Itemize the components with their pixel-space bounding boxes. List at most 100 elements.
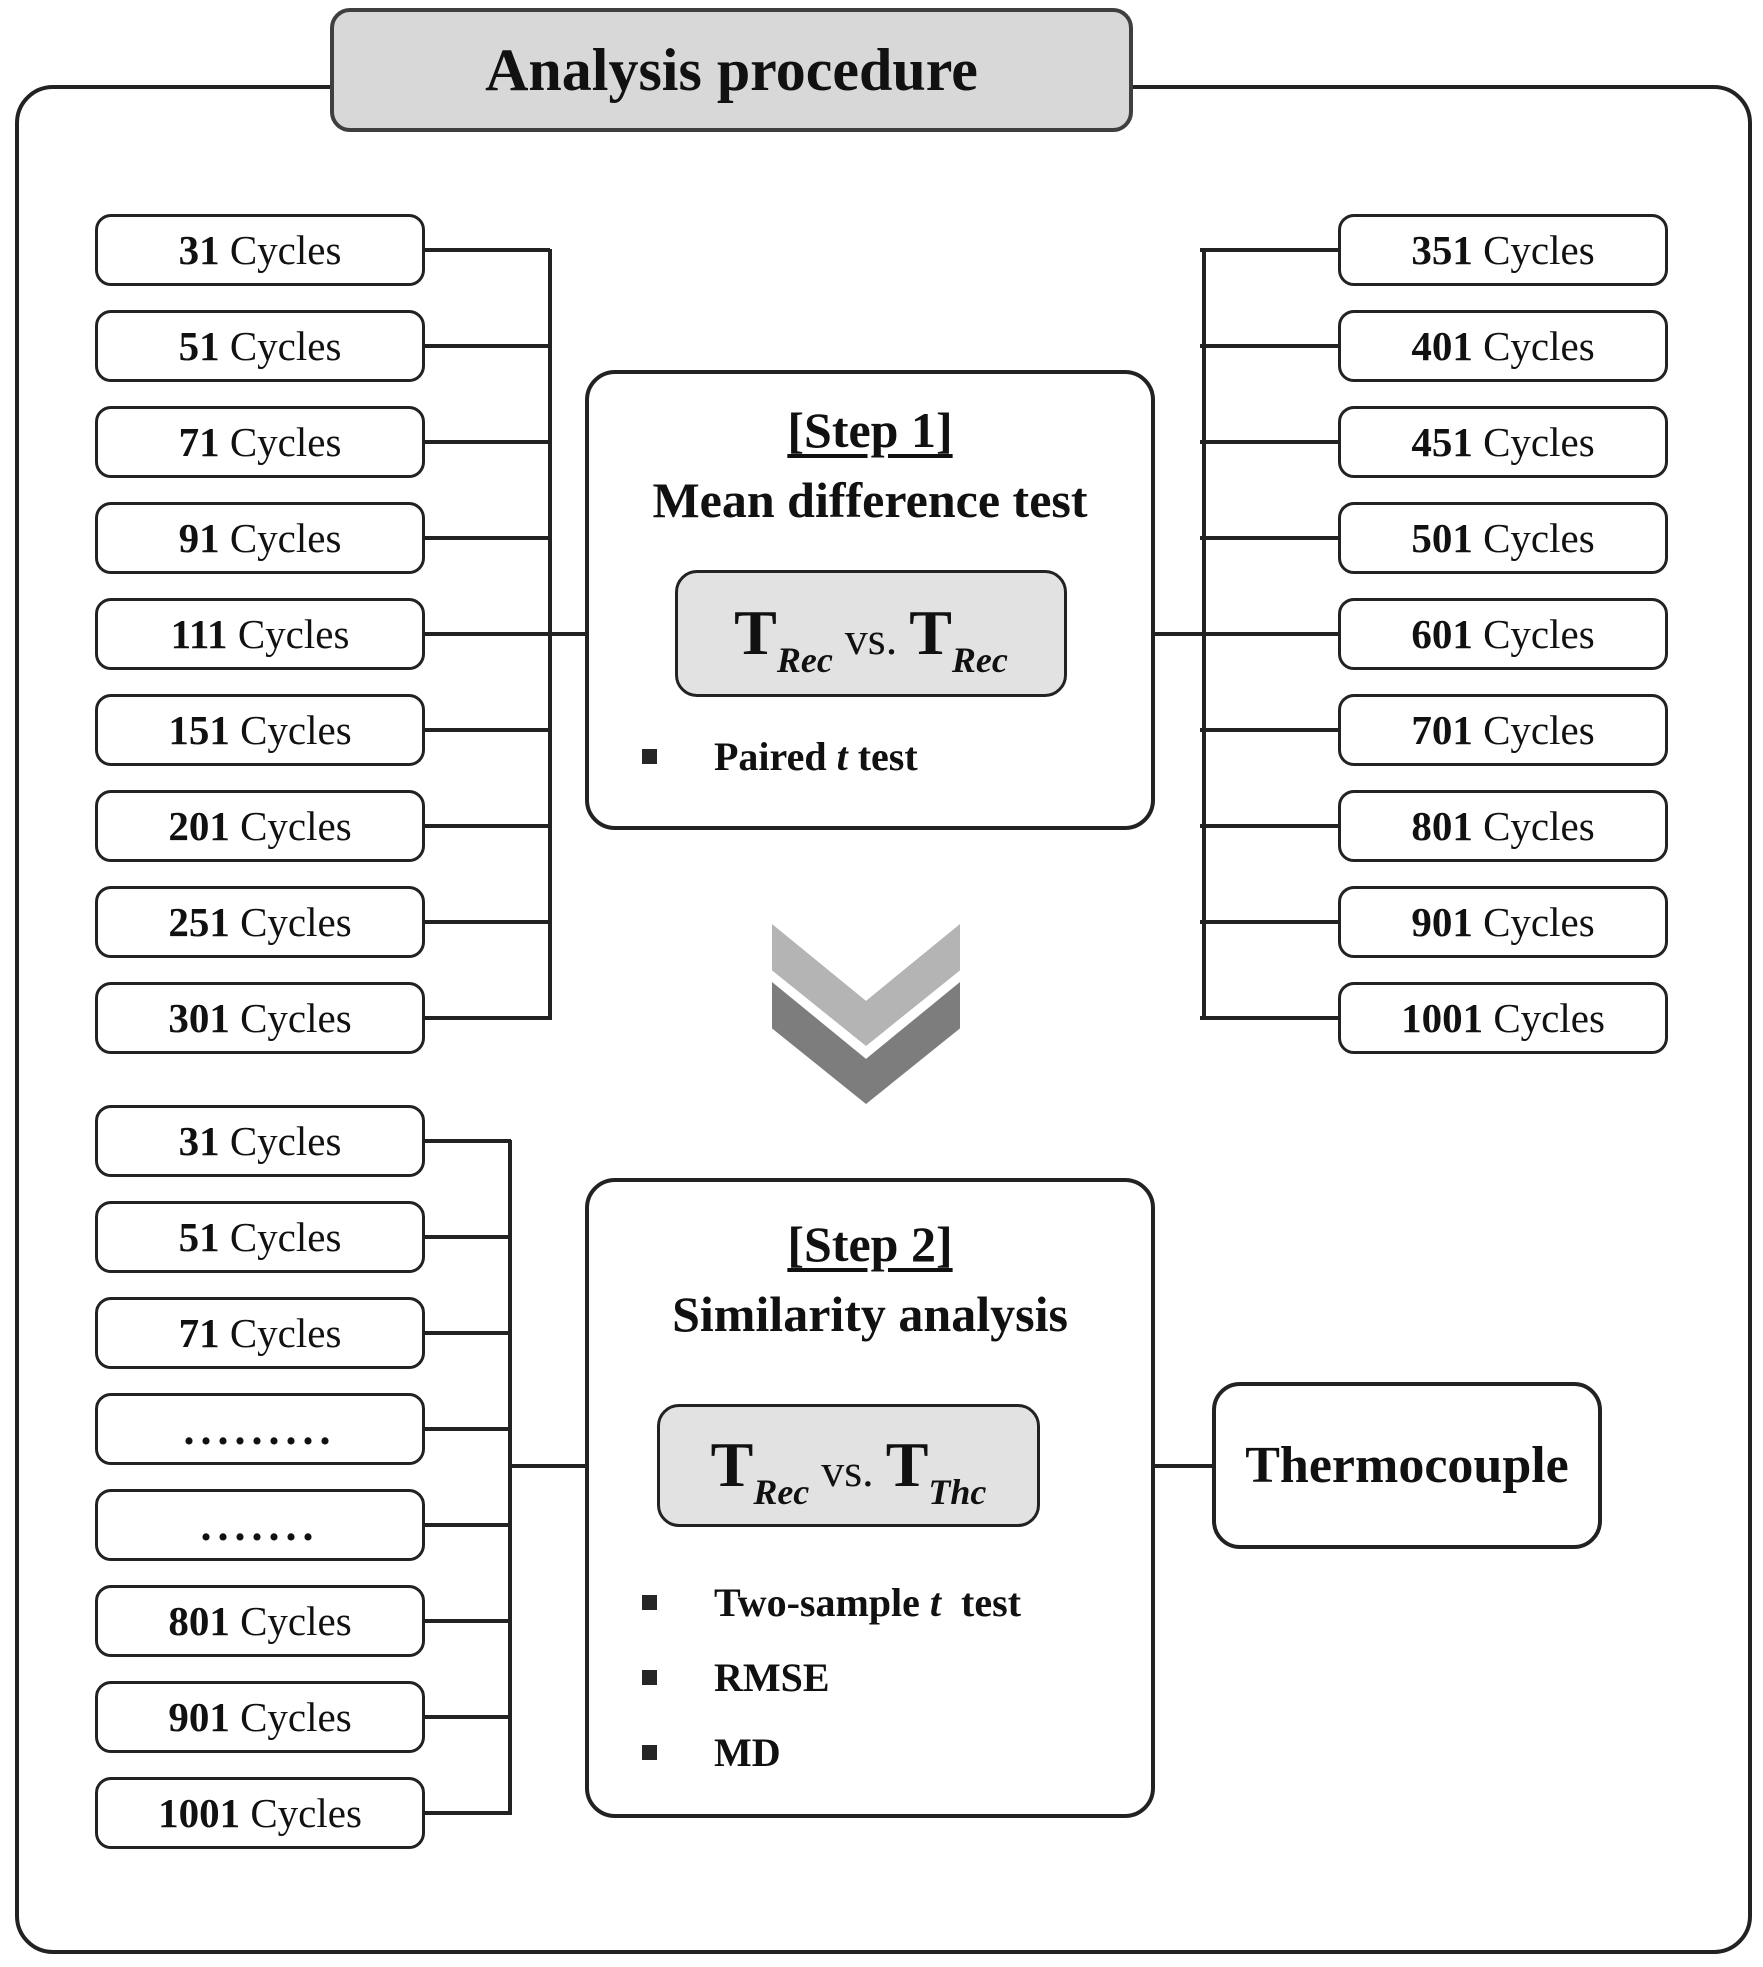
ellipsis-label: ......... [183, 1404, 337, 1454]
connector-stub [423, 1139, 511, 1143]
bullet-square-icon [642, 749, 657, 764]
connector-stub [423, 1715, 511, 1719]
connector-stub [423, 536, 550, 540]
cycle-count: 901 [1411, 899, 1473, 945]
cycle-node-top-right-801: 801 Cycles [1338, 790, 1668, 862]
cycle-count: 451 [1411, 419, 1473, 465]
cycle-unit: Cycles [1483, 995, 1605, 1041]
cycle-unit: Cycles [227, 611, 350, 657]
cycle-count: 601 [1411, 611, 1473, 657]
step1-left-subscript: Rec [776, 640, 833, 680]
cycle-count: 31 [178, 227, 220, 273]
connector-stub [423, 344, 550, 348]
cycle-node-top-right-451: 451 Cycles [1338, 406, 1668, 478]
cycle-count: 201 [168, 803, 230, 849]
cycle-unit: Cycles [1472, 227, 1595, 273]
cycle-unit: Cycles [219, 515, 342, 561]
cycle-unit: Cycles [1472, 803, 1595, 849]
cycle-count: 351 [1411, 227, 1473, 273]
cycle-count: 71 [178, 1310, 220, 1356]
cycle-count: 301 [168, 995, 230, 1041]
cycle-node-bottom-left-dots: ......... [95, 1393, 425, 1465]
cycle-node-top-left-201: 201 Cycles [95, 790, 425, 862]
cycle-node-top-right-351: 351 Cycles [1338, 214, 1668, 286]
cycle-node-top-right-1001: 1001 Cycles [1338, 982, 1668, 1054]
step2-left-symbol: T [710, 1429, 754, 1500]
cycle-node-bottom-left-51: 51 Cycles [95, 1201, 425, 1273]
connector-trunk-bottom-left [508, 1140, 512, 1815]
connector-stub [423, 1331, 511, 1335]
cycle-unit: Cycles [219, 227, 342, 273]
connector-stub [1200, 824, 1340, 828]
cycle-count: 91 [178, 515, 220, 561]
cycle-unit: Cycles [1472, 515, 1595, 561]
connector-stub [423, 728, 550, 732]
connector-stub [423, 1427, 511, 1431]
cycle-count: 51 [178, 1214, 220, 1260]
cycle-node-bottom-left-801: 801 Cycles [95, 1585, 425, 1657]
step2-heading: [Step 2] [787, 1216, 953, 1272]
cycle-unit: Cycles [219, 419, 342, 465]
cycle-unit: Cycles [229, 899, 352, 945]
step2-bullet-item: RMSE [714, 1655, 830, 1700]
cycle-unit: Cycles [1472, 419, 1595, 465]
cycle-unit: Cycles [1472, 611, 1595, 657]
cycle-node-top-left-71: 71 Cycles [95, 406, 425, 478]
cycle-count: 701 [1411, 707, 1473, 753]
thermocouple-label: Thermocouple [1245, 1437, 1569, 1494]
step1-vs-label: vs. [844, 613, 898, 664]
connector-stub [1200, 920, 1340, 924]
connector-stub [423, 1523, 511, 1527]
cycle-node-top-right-901: 901 Cycles [1338, 886, 1668, 958]
diagram-title: Analysis procedure [485, 36, 978, 103]
connector-stub [423, 1619, 511, 1623]
cycle-unit: Cycles [229, 995, 352, 1041]
cycle-count: 1001 [158, 1790, 241, 1836]
cycle-count: 401 [1411, 323, 1473, 369]
cycle-node-top-right-501: 501 Cycles [1338, 502, 1668, 574]
cycle-unit: Cycles [219, 1118, 342, 1164]
cycle-count: 71 [178, 419, 220, 465]
cycle-unit: Cycles [229, 1694, 352, 1740]
cycle-count: 111 [170, 611, 228, 657]
connector-stub [423, 248, 550, 252]
cycle-unit: Cycles [229, 707, 352, 753]
step2-right-subscript: Thc [928, 1472, 987, 1512]
cycle-unit: Cycles [240, 1790, 362, 1836]
connector-stub [423, 824, 550, 828]
step2-bullet-item: MD [714, 1730, 781, 1775]
ellipsis-label: ....... [200, 1500, 320, 1550]
connector-stub [1200, 1016, 1340, 1020]
step1-left-symbol: T [734, 597, 777, 668]
cycle-count: 501 [1411, 515, 1473, 561]
thermocouple-box: Thermocouple [1212, 1382, 1602, 1549]
cycle-node-top-left-31: 31 Cycles [95, 214, 425, 286]
cycle-node-bottom-left-dots: ....... [95, 1489, 425, 1561]
step2-right-symbol: T [885, 1429, 929, 1500]
step1-bullet-item: Paired t test [714, 734, 918, 779]
cycle-unit: Cycles [229, 803, 352, 849]
step2-left-subscript: Rec [753, 1472, 810, 1512]
cycle-node-top-right-601: 601 Cycles [1338, 598, 1668, 670]
connector-stub [1200, 536, 1340, 540]
cycle-node-top-left-91: 91 Cycles [95, 502, 425, 574]
connector-stub [1200, 632, 1340, 636]
step1-right-subscript: Rec [951, 640, 1008, 680]
cycle-unit: Cycles [219, 1214, 342, 1260]
cycle-count: 1001 [1401, 995, 1484, 1041]
bullet-square-icon [642, 1670, 657, 1685]
cycle-unit: Cycles [219, 1310, 342, 1356]
connector-stub [423, 920, 550, 924]
cycle-count: 251 [168, 899, 230, 945]
cycle-unit: Cycles [1472, 323, 1595, 369]
bullet-square-icon [642, 1595, 657, 1610]
bullet-square-icon [642, 1745, 657, 1760]
cycle-count: 901 [168, 1694, 230, 1740]
cycle-node-top-left-151: 151 Cycles [95, 694, 425, 766]
connector-stub [1200, 440, 1340, 444]
diagram-title-box: Analysis procedure [330, 8, 1133, 132]
step2-heading-block: [Step 2] Similarity analysis [585, 1209, 1155, 1349]
